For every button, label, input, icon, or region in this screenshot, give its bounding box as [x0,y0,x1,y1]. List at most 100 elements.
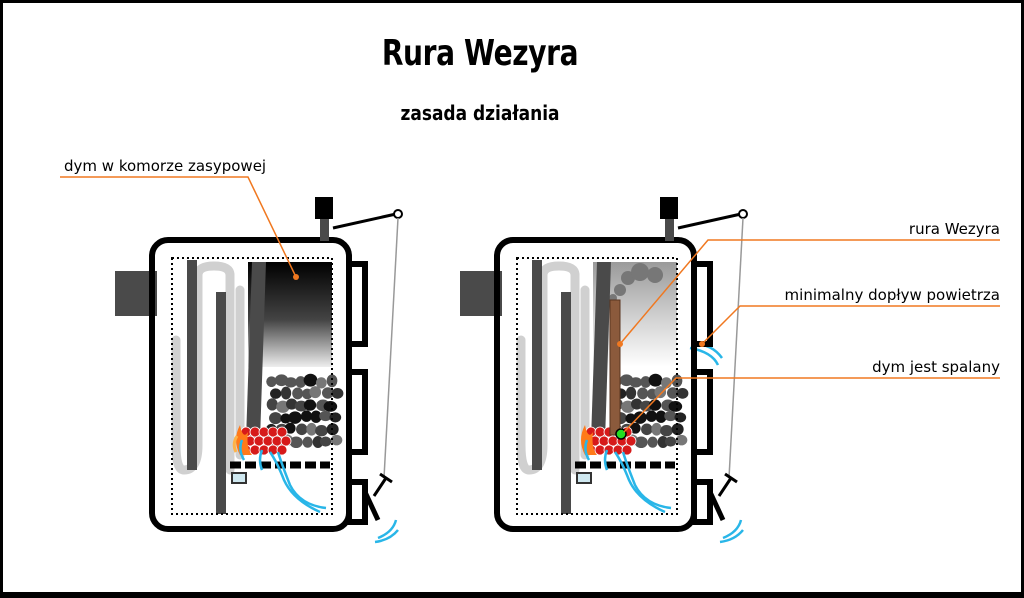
damper-lever [332,212,397,230]
fuel-lump [310,410,322,423]
fuel-lump [640,376,652,388]
flue-stub [665,219,674,241]
fuel-lump [664,436,677,447]
baffle-plate [561,292,571,514]
flue-stub [320,219,329,241]
fuel-lump [289,436,303,449]
fuel-lump [288,411,302,424]
boiler-diagram [60,176,1000,544]
smoke-puff [609,263,663,302]
fuel-lump [292,387,304,400]
flue-gas-path [171,261,245,475]
fuel-lump [286,398,298,410]
damper-chain-icon [383,217,399,479]
leader-wezyr-pipe [619,239,1000,345]
fuel-lump [629,377,643,388]
ember [594,426,606,438]
fuel-lump [676,387,689,399]
diagram-canvas: Rura Wezyra zasada działania [3,3,1021,592]
fuel-lump [312,435,324,448]
wezyr-pipe [609,299,621,436]
fuel-lump [660,425,673,437]
fuel-lump [306,422,317,436]
fuel-lump [319,436,332,447]
damper-cap [660,197,678,219]
fuel-lump [641,423,653,436]
ember [253,435,265,447]
fuel-lump [330,434,343,446]
fuel-lump [648,373,663,387]
label-smoke-burned: dym jest spalany [872,358,1000,376]
fuel-lump [633,411,647,424]
fuel-lump [315,425,328,437]
leader-lines [60,176,1000,433]
fuel-lump [331,387,344,399]
fuel-lump [634,436,648,449]
fuel-lump [280,413,292,424]
ember [625,435,637,447]
boiler-doors [691,261,713,525]
damper-pivot [393,209,403,219]
ember [594,444,606,456]
ember [249,426,261,438]
chamber-wall [591,262,611,440]
ember [258,426,270,438]
baffle-plate [216,292,226,514]
damper-pivot [738,209,748,219]
fuel-lump [666,387,679,399]
fuel-lump [300,410,313,422]
fuel-lump [647,436,658,448]
ember [249,444,261,456]
boiler-left [115,197,403,544]
damper-chain-icon [728,217,744,479]
ash-opening [576,472,592,484]
damper-cap [315,197,333,219]
diagram-title: Rura Wezyra [381,33,579,74]
ember [267,426,279,438]
air-flap [707,490,726,522]
fuel-lump [675,434,688,446]
inner-lining [516,257,678,515]
chamber-wall [246,262,266,440]
air-flow-icon [239,439,399,544]
ember [276,444,288,456]
label-smoke-chamber: dym w komorze zasypowej [64,157,267,175]
fuel-lump [269,412,282,425]
fuel-lump [295,376,307,388]
fuel-lump [303,399,317,411]
fuel-lump [629,422,641,434]
leader-smoke-burned [623,377,1000,433]
fuel-lump [296,423,308,436]
fuel-lump [266,398,278,411]
ember [621,444,633,456]
ash-opening [231,472,247,484]
baffle-plate [532,260,542,470]
inner-lining [171,257,333,515]
flue-gas-path [516,261,590,475]
ember [598,435,610,447]
fuel-lump [654,386,667,399]
ember [262,435,274,447]
ember [271,435,283,447]
label-min-air: minimalny dopływ powietrza [784,286,1000,304]
baffle-plate [187,260,197,470]
fuel-lump [625,386,637,400]
label-wezyr-pipe: rura Wezyra [908,220,1000,238]
fuel-lump [266,376,277,388]
fuel-lump [319,410,332,422]
ember [267,444,279,456]
fuel-lump [323,400,338,412]
fuel-lump [655,410,667,423]
fuel-lump [668,400,683,412]
fuel-lump [631,398,643,410]
leader-smoke-chamber [60,176,297,278]
fuel-lump [309,386,322,399]
ember [276,426,288,438]
fuel-lump [302,436,313,448]
leader-min-air [701,305,1000,345]
fuel-lump [657,435,669,448]
fuel-lump [645,410,658,422]
fuel-lump [664,410,677,422]
diagram-subtitle: zasada działania [400,101,560,125]
fuel-lump [303,373,318,387]
